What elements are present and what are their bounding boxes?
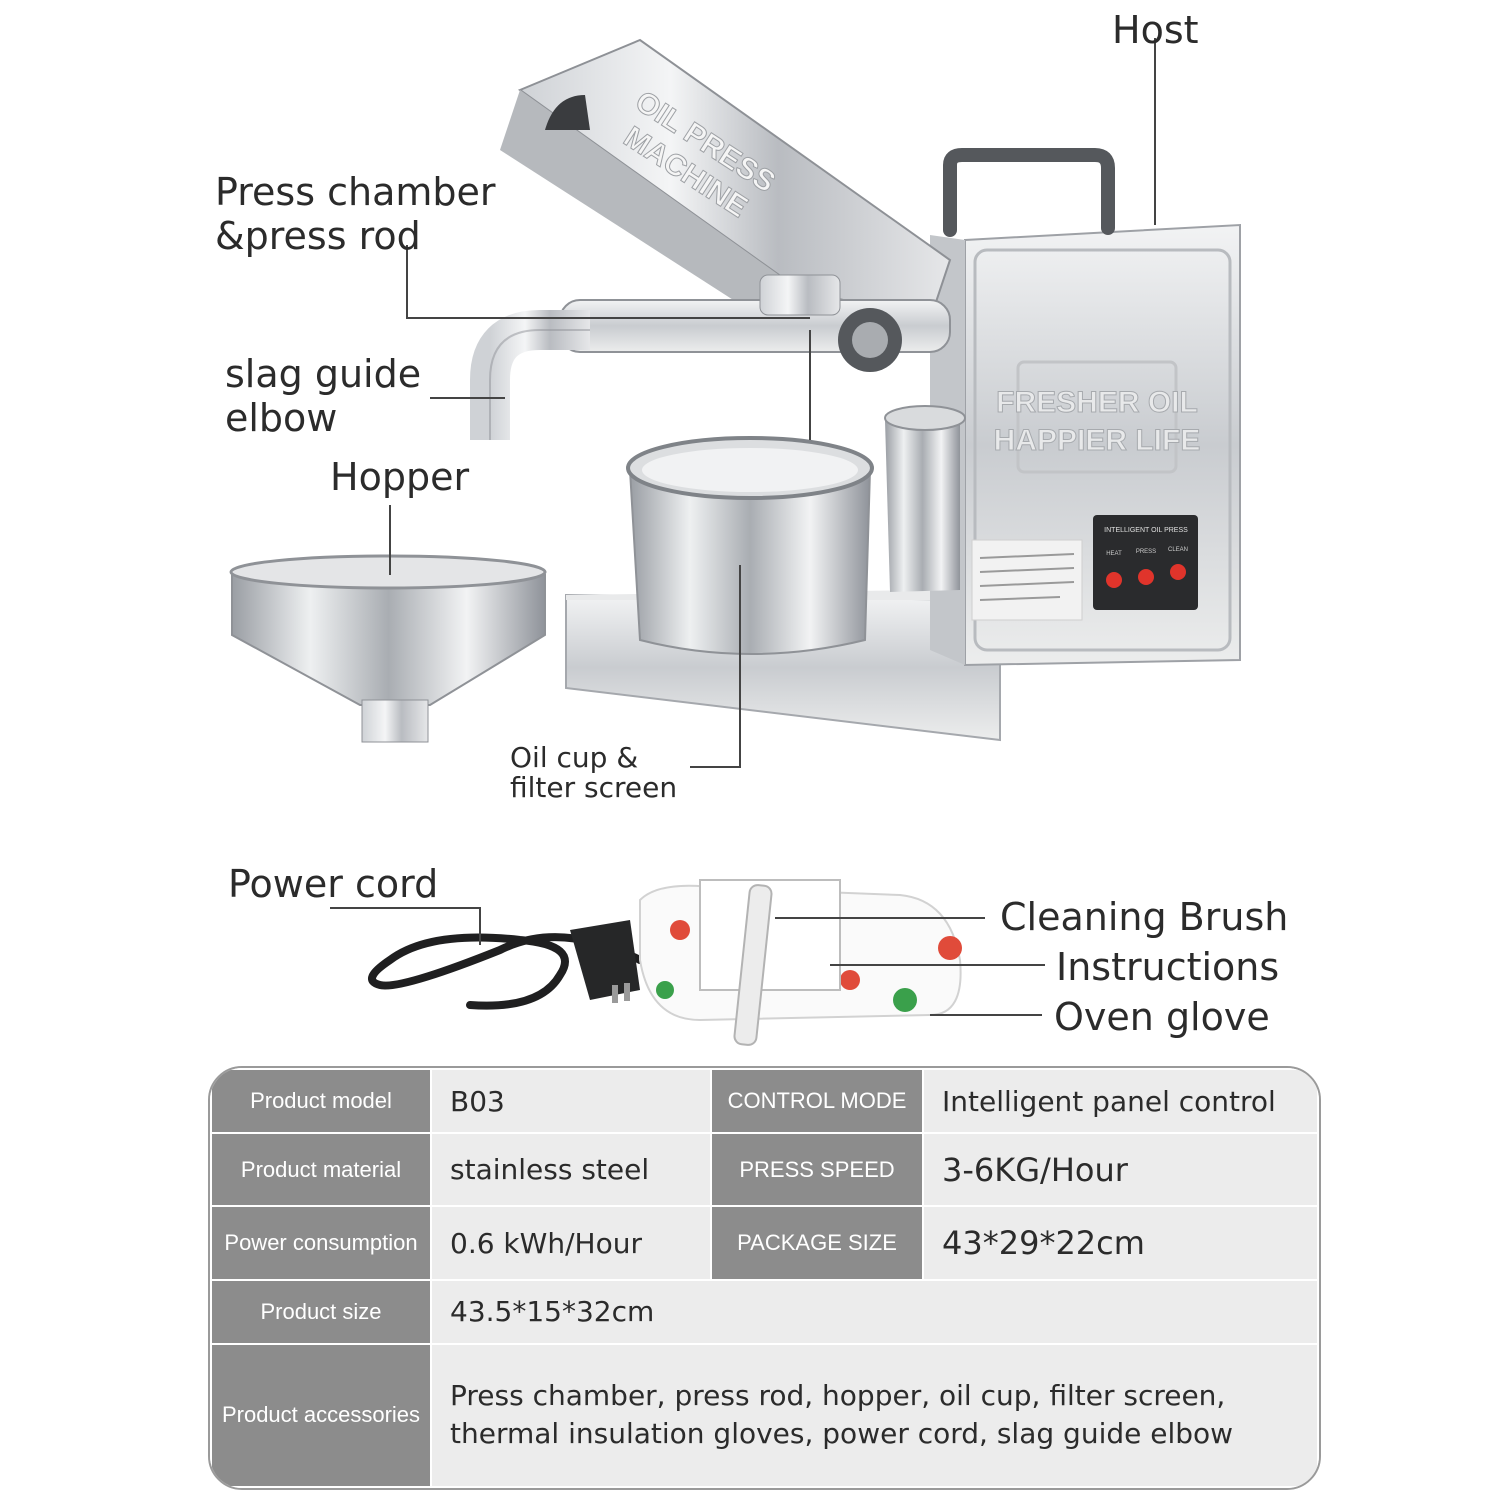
press-label: PRESS	[1136, 549, 1156, 555]
callout-slag-line1: slag guide	[225, 352, 422, 396]
panel-slogan-line2: HAPPIER LIFE	[994, 424, 1201, 457]
spec-row: Product model B03 CONTROL MODE Intellige…	[210, 1068, 1319, 1135]
spec-value-product-size: 43.5*15*32cm	[430, 1278, 1319, 1345]
spec-value-accessories-line1: Press chamber, press rod, hopper, oil cu…	[450, 1379, 1226, 1413]
callout-oven-glove: Oven glove	[1054, 995, 1270, 1039]
spec-value-accessories: Press chamber, press rod, hopper, oil cu…	[430, 1342, 1319, 1488]
spec-row: Product material stainless steel PRESS S…	[210, 1132, 1319, 1208]
callout-host: Host	[1112, 8, 1199, 52]
callout-press-chamber-line1: Press chamber	[215, 170, 496, 214]
heat-label: HEAT	[1106, 551, 1122, 557]
oil-cup-front	[626, 436, 874, 655]
leader-lines	[330, 38, 1156, 1016]
callout-power-cord: Power cord	[228, 862, 439, 906]
slag-guide-elbow	[470, 310, 590, 440]
cleaning-brush	[733, 884, 773, 1046]
spec-value-power: 0.6 kWh/Hour	[430, 1205, 712, 1281]
spec-row: Product accessories Press chamber, press…	[210, 1342, 1319, 1488]
spec-value-press-speed: 3-6KG/Hour	[922, 1132, 1319, 1208]
callout-press-chamber-line2: &press rod	[215, 214, 421, 258]
panel-slogan-line1: FRESHER OIL	[996, 386, 1198, 419]
callout-hopper: Hopper	[330, 455, 470, 499]
press-chamber	[559, 274, 951, 372]
spec-row: Power consumption 0.6 kWh/Hour PACKAGE S…	[210, 1205, 1319, 1281]
spec-key-product-size: Product size	[210, 1278, 432, 1345]
host-body: FRESHER OIL HAPPIER LIFE INTELLIGENT OIL…	[930, 148, 1241, 667]
spec-value-material: stainless steel	[430, 1132, 712, 1208]
spec-key-power: Power consumption	[210, 1205, 432, 1281]
hopper	[229, 554, 547, 743]
clean-label: CLEAN	[1168, 547, 1188, 553]
control-panel-title: INTELLIGENT OIL PRESS	[1104, 527, 1188, 534]
callout-oil-cup-line1: Oil cup &	[510, 741, 639, 774]
heat-button[interactable]	[1106, 572, 1122, 588]
callout-slag-line2: elbow	[225, 396, 338, 440]
spec-row: Product size 43.5*15*32cm	[210, 1278, 1319, 1345]
callout-instructions: Instructions	[1056, 945, 1280, 989]
callout-cleaning-brush: Cleaning Brush	[1000, 895, 1289, 939]
spec-key-accessories: Product accessories	[210, 1342, 432, 1488]
spec-key-press-speed: PRESS SPEED	[710, 1132, 924, 1208]
spec-table: Product model B03 CONTROL MODE Intellige…	[208, 1066, 1321, 1490]
spec-key-control-mode: CONTROL MODE	[710, 1068, 924, 1135]
spec-value-control-mode: Intelligent panel control	[922, 1068, 1319, 1135]
spec-value-package-size: 43*29*22cm	[922, 1205, 1319, 1281]
clean-button[interactable]	[1170, 564, 1186, 580]
spec-value-model: B03	[430, 1068, 712, 1135]
spec-key-model: Product model	[210, 1068, 432, 1135]
spec-key-package-size: PACKAGE SIZE	[710, 1205, 924, 1281]
press-button[interactable]	[1138, 569, 1154, 585]
power-cord	[368, 920, 644, 1010]
oil-cup-back	[884, 405, 966, 592]
press-lid: OIL PRESS MACHINE	[500, 38, 952, 330]
callout-oil-cup-line2: filter screen	[510, 771, 678, 804]
control-panel: INTELLIGENT OIL PRESS HEAT PRESS CLEAN	[1093, 515, 1198, 610]
oil-press-illustration: FRESHER OIL HAPPIER LIFE INTELLIGENT OIL…	[229, 38, 1241, 1046]
spec-key-material: Product material	[210, 1132, 432, 1208]
spec-value-accessories-line2: thermal insulation gloves, power cord, s…	[450, 1417, 1234, 1451]
